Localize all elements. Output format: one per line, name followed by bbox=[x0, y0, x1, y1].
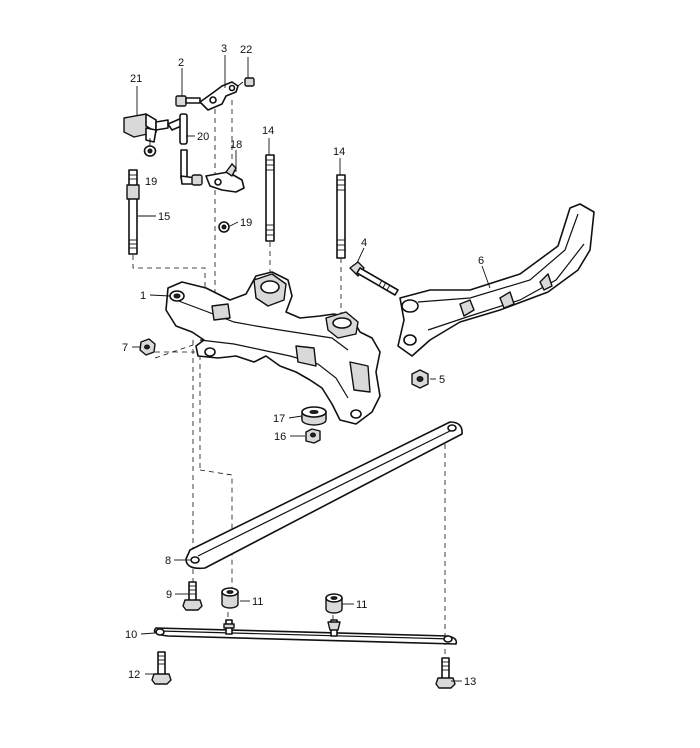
part-11-bushing-left bbox=[221, 587, 239, 609]
callout-15: 15 bbox=[158, 211, 170, 223]
part-19-nut-lower bbox=[218, 221, 230, 233]
part-15-stud bbox=[126, 169, 140, 255]
part-10-crossmember bbox=[153, 619, 458, 645]
part-16-nut bbox=[305, 428, 321, 444]
part-9-bolt bbox=[182, 581, 203, 611]
callout-13: 13 bbox=[464, 676, 476, 688]
callout-17: 17 bbox=[273, 413, 285, 425]
callout-18: 18 bbox=[230, 139, 242, 151]
part-2-bolt bbox=[175, 95, 201, 107]
part-4-bolt bbox=[349, 261, 399, 296]
callout-22: 22 bbox=[240, 44, 252, 56]
callout-7: 7 bbox=[122, 342, 128, 354]
callout-4: 4 bbox=[361, 237, 367, 249]
part-14-stud-left bbox=[265, 154, 275, 242]
part-13-bolt bbox=[435, 657, 456, 689]
callout-21: 21 bbox=[130, 73, 142, 85]
part-22-screw bbox=[237, 77, 255, 87]
callout-16: 16 bbox=[274, 431, 286, 443]
callout-5: 5 bbox=[439, 374, 445, 386]
callout-14b: 14 bbox=[333, 146, 345, 158]
part-6-arm bbox=[397, 203, 595, 357]
part-11-bushing-right bbox=[325, 593, 343, 614]
callout-1: 1 bbox=[140, 290, 146, 302]
part-5-nut bbox=[411, 369, 429, 389]
callout-10: 10 bbox=[125, 629, 137, 641]
callout-14a: 14 bbox=[262, 125, 274, 137]
part-20-rod bbox=[167, 113, 203, 186]
part-7-nut bbox=[139, 338, 156, 356]
part-21-sensor bbox=[123, 113, 169, 143]
callout-19b: 19 bbox=[240, 217, 252, 229]
callout-20: 20 bbox=[197, 131, 209, 143]
part-1-subframe bbox=[165, 271, 381, 425]
part-8-strut bbox=[185, 421, 463, 570]
callout-6: 6 bbox=[478, 255, 484, 267]
part-14-stud-right bbox=[336, 174, 346, 259]
callout-9: 9 bbox=[166, 589, 172, 601]
assembly-lines bbox=[132, 100, 446, 665]
callout-3: 3 bbox=[221, 43, 227, 55]
callout-2: 2 bbox=[178, 57, 184, 69]
part-17-buffer bbox=[301, 406, 327, 426]
part-18-lever bbox=[205, 163, 245, 193]
callout-19a: 19 bbox=[145, 176, 157, 188]
part-19-nut-upper bbox=[143, 145, 157, 157]
callout-8: 8 bbox=[165, 555, 171, 567]
callout-labels: 1 2 3 4 5 6 7 8 9 10 11 11 12 13 14 14 1… bbox=[122, 43, 484, 688]
leader-lines bbox=[132, 55, 491, 682]
callout-11a: 11 bbox=[252, 596, 263, 608]
callout-11b: 11 bbox=[356, 599, 367, 611]
part-12-bolt bbox=[151, 651, 172, 685]
callout-12: 12 bbox=[128, 669, 140, 681]
part-3-bracket bbox=[199, 81, 239, 111]
